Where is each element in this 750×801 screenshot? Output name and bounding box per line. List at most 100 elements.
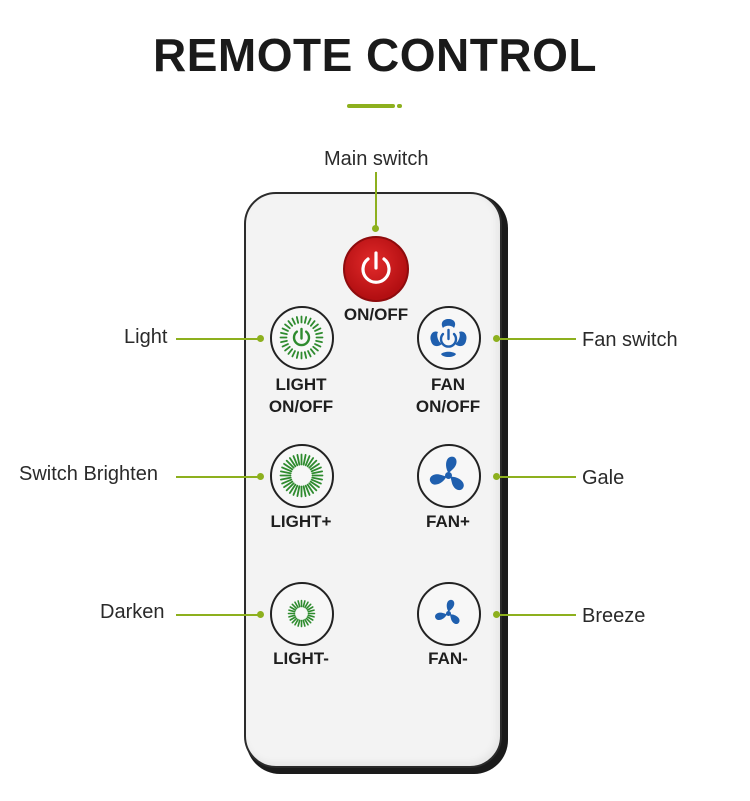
callout-dot-breeze: [493, 611, 500, 618]
light-ray: [307, 609, 315, 613]
light-minus-button[interactable]: [270, 582, 334, 646]
callout-darken: Darken: [100, 601, 165, 623]
light-power-arc: [292, 330, 311, 347]
light-ray: [288, 614, 296, 618]
light-ray: [312, 345, 319, 352]
fan-power-icon: [430, 319, 467, 357]
light-ray: [291, 317, 296, 325]
callout-main-switch: Main switch: [324, 148, 429, 170]
power-button[interactable]: [343, 236, 409, 302]
light-ray: [297, 619, 301, 627]
light-ray: [287, 320, 294, 327]
light-onoff-button[interactable]: [270, 306, 334, 370]
callout-line-fan-switch: [496, 338, 576, 340]
light-ray: [281, 466, 293, 473]
light-onoff-label-line2: ON/OFF: [268, 397, 334, 416]
light-ray: [307, 614, 315, 618]
callout-line-gale: [496, 476, 576, 478]
light-ray: [308, 459, 318, 469]
callout-fan-switch: Fan switch: [582, 329, 678, 351]
light-plus-button[interactable]: [270, 444, 334, 508]
callout-line-switch-brighten: [176, 476, 260, 478]
light-ray: [289, 606, 297, 611]
light-ray: [280, 331, 288, 336]
light-ray: [304, 484, 311, 496]
light-ray: [306, 483, 315, 494]
light-ray: [280, 339, 288, 344]
light-ray: [310, 478, 322, 485]
callout-dot-main-switch: [372, 225, 379, 232]
light-ray: [312, 323, 319, 330]
callout-line-darken: [176, 614, 260, 616]
fan-minus-button[interactable]: [417, 582, 481, 646]
callout-light: Light: [124, 326, 168, 348]
light-ray: [284, 345, 291, 352]
light-ray: [288, 609, 296, 613]
light-icon: [279, 315, 324, 360]
light-ray: [303, 316, 308, 324]
light-ray: [306, 616, 314, 621]
light-onoff-label: LIGHT ON/OFF: [241, 374, 361, 418]
light-ray: [306, 457, 315, 468]
light-ray: [281, 327, 289, 332]
callout-gale: Gale: [582, 467, 625, 489]
light-ray: [292, 484, 299, 496]
light-ray: [296, 454, 301, 466]
light-ray: [289, 616, 297, 621]
callout-switch-brighten: Switch Brighten: [19, 463, 158, 485]
light-ray: [295, 316, 300, 324]
callout-line-main-switch: [375, 172, 377, 228]
light-ray: [302, 454, 307, 466]
light-ray: [304, 618, 309, 626]
light-ray: [307, 317, 312, 325]
callout-dot-switch-brighten: [257, 473, 264, 480]
callout-line-breeze: [496, 614, 576, 616]
light-ray: [291, 603, 298, 610]
callout-dot-light: [257, 335, 264, 342]
light-ray: [302, 485, 307, 497]
light-ray: [302, 600, 306, 608]
light-ray: [288, 457, 297, 468]
light-ray: [285, 482, 295, 492]
title-underline: [347, 104, 395, 108]
light-ray: [280, 476, 292, 481]
callout-dot-fan-switch: [493, 335, 500, 342]
light-ray: [309, 480, 320, 489]
light-ray: [308, 482, 318, 492]
light-ray: [309, 462, 320, 471]
light-ray: [314, 343, 322, 348]
fan-onoff-label-line1: FAN: [431, 375, 465, 394]
callout-breeze: Breeze: [582, 605, 646, 627]
fan-icon: [429, 456, 464, 491]
light-ray: [310, 466, 322, 473]
light-ray: [315, 339, 323, 344]
light-ray: [309, 348, 316, 355]
light-ray: [283, 480, 294, 489]
light-bright-icon: [279, 453, 324, 498]
light-ray: [311, 476, 323, 481]
light-ray: [305, 603, 312, 610]
light-minus-label: LIGHT-: [273, 649, 329, 668]
light-ray: [309, 320, 316, 327]
light-ray: [283, 462, 294, 471]
fan-onoff-label-line2: ON/OFF: [415, 397, 481, 416]
fan-plus-button[interactable]: [417, 444, 481, 508]
light-ray: [294, 601, 299, 609]
light-ray: [281, 343, 289, 348]
callout-dot-darken: [257, 611, 264, 618]
light-ray: [296, 485, 301, 497]
page-title: REMOTE CONTROL: [153, 29, 597, 81]
light-ray: [302, 619, 306, 627]
fan-onoff-label: FAN ON/OFF: [388, 374, 508, 418]
fan-onoff-button[interactable]: [417, 306, 481, 370]
power-button-label: ON/OFF: [343, 305, 409, 324]
light-ray: [305, 617, 312, 624]
light-ray: [304, 455, 311, 467]
fan-minus-label: FAN-: [428, 649, 468, 668]
callout-line-light: [176, 338, 260, 340]
fan-small-icon: [435, 599, 460, 625]
light-ray: [285, 459, 295, 469]
fan-plus-label: FAN+: [426, 512, 470, 531]
light-ray: [295, 351, 300, 359]
light-ray: [291, 350, 296, 358]
